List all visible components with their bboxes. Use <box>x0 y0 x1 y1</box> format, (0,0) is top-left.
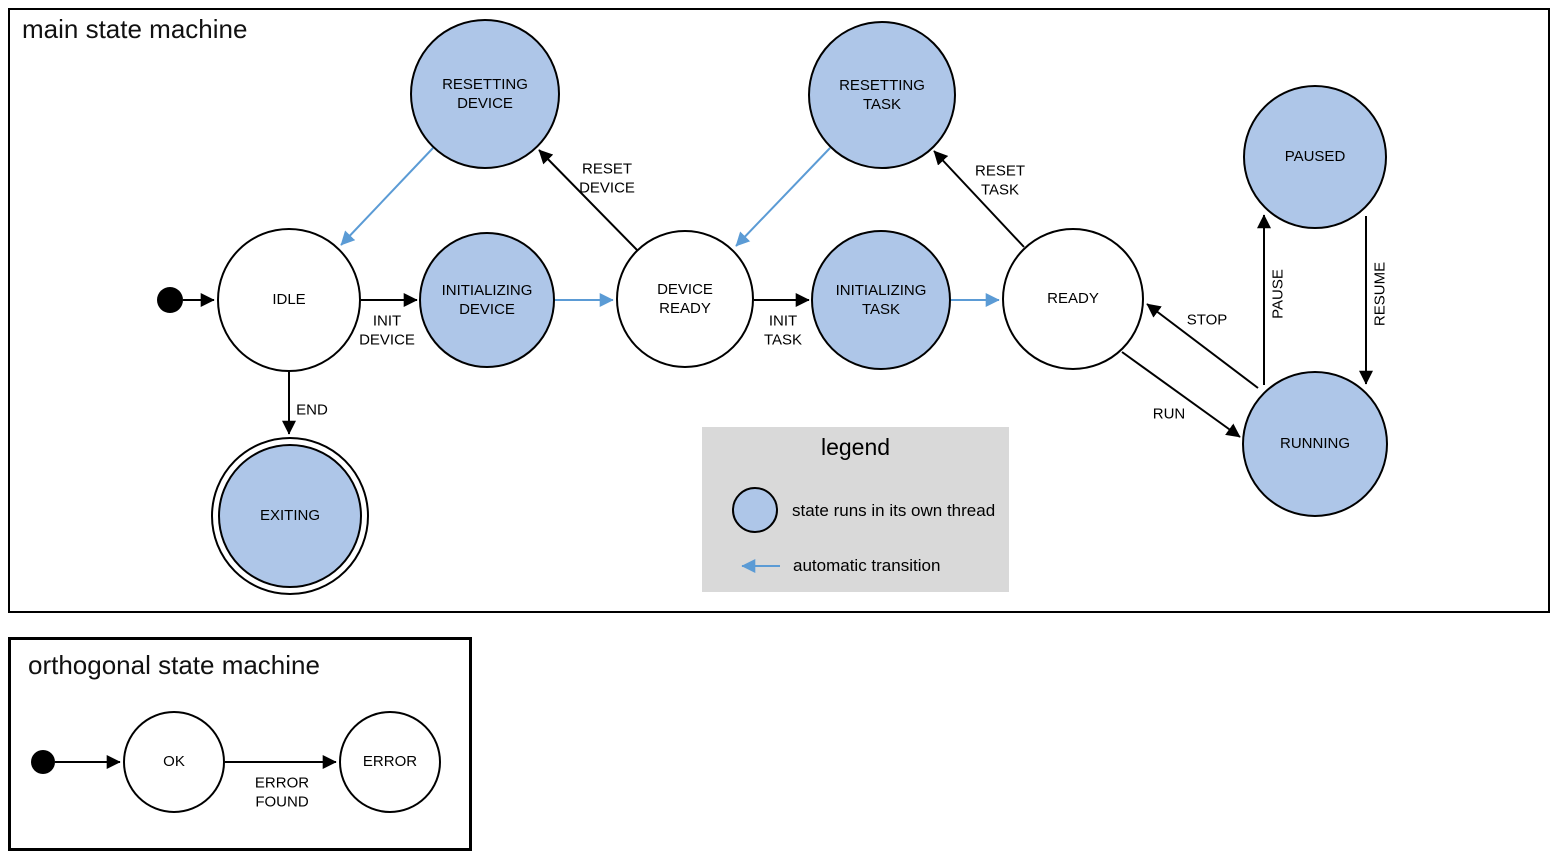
edge-label-error-found: ERROR FOUND <box>254 774 310 810</box>
automatic-transition-icon <box>741 559 780 573</box>
state-resetting-task: RESETTING TASK <box>808 21 956 169</box>
state-idle: IDLE <box>217 228 361 372</box>
state-running: RUNNING <box>1242 371 1388 517</box>
orthogonal-frame-title: orthogonal state machine <box>28 650 320 680</box>
edge-label-resume: RESUME <box>1371 261 1389 327</box>
edge-label-reset-device: RESET DEVICE <box>579 160 635 196</box>
state-resetting-device: RESETTING DEVICE <box>410 19 560 169</box>
state-initializing-device: INITIALIZING DEVICE <box>419 232 555 368</box>
legend-auto-label: automatic transition <box>793 556 941 575</box>
state-device-ready: DEVICE READY <box>616 230 754 368</box>
main-frame-title: main state machine <box>22 14 248 44</box>
legend: legend state runs in its own thread auto… <box>702 427 1009 592</box>
state-paused: PAUSED <box>1243 85 1387 229</box>
edge-label-stop: STOP <box>1186 311 1228 329</box>
state-ready: READY <box>1002 228 1144 370</box>
legend-thread-label: state runs in its own thread <box>792 501 996 520</box>
legend-title: legend <box>820 434 891 460</box>
state-error: ERROR <box>339 711 441 813</box>
edge-label-run: RUN <box>1152 405 1186 423</box>
threaded-state-icon <box>732 487 778 533</box>
state-initializing-task: INITIALIZING TASK <box>811 230 951 370</box>
edge-label-init-task: INIT TASK <box>763 312 803 348</box>
orthogonal-state-machine-frame <box>8 637 472 851</box>
state-exiting-outer-ring: EXITING <box>211 437 369 595</box>
edge-label-reset-task: RESET TASK <box>974 162 1026 198</box>
edge-label-end: END <box>296 401 328 419</box>
state-exiting: EXITING <box>218 444 362 588</box>
edge-label-pause: PAUSE <box>1269 269 1287 319</box>
state-ok: OK <box>123 711 225 813</box>
main-state-machine-frame <box>8 8 1550 613</box>
edge-label-init-device: INIT DEVICE <box>359 312 415 348</box>
